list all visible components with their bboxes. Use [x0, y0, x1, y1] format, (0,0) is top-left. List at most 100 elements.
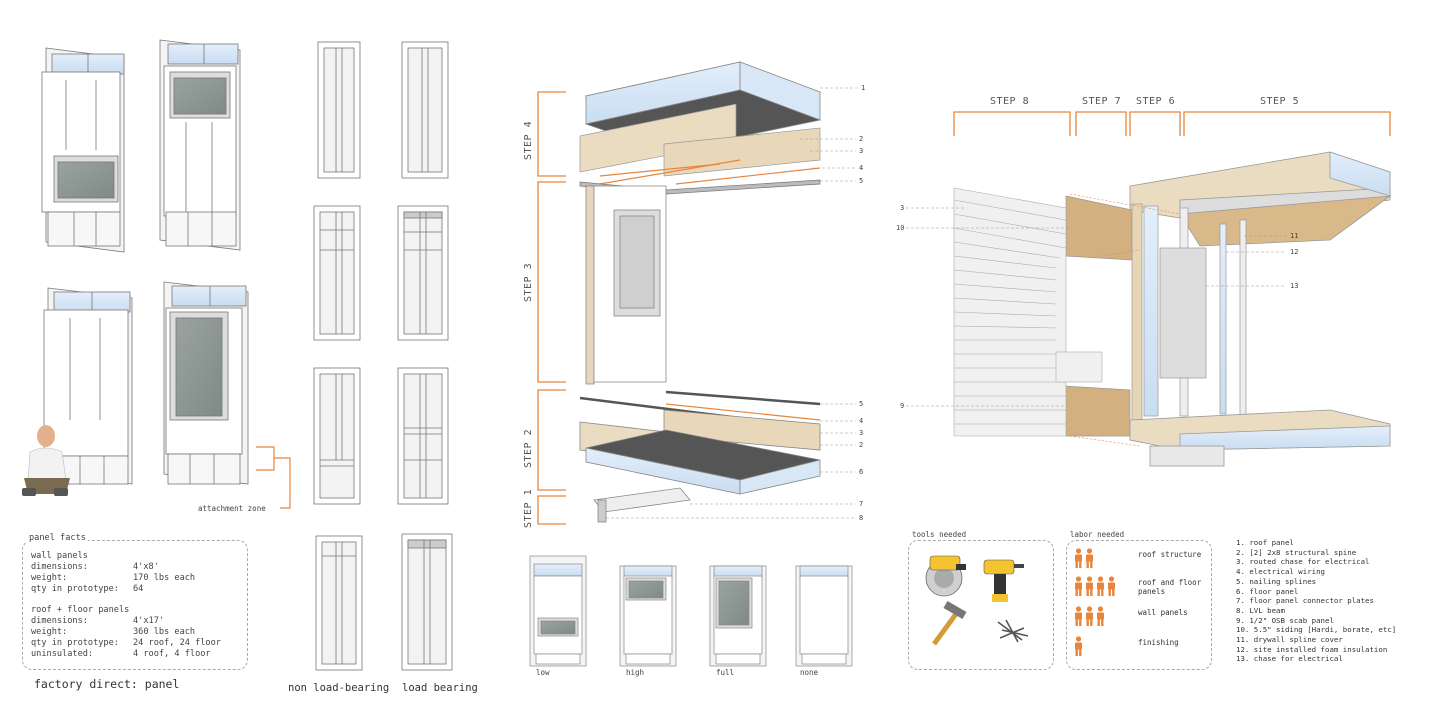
osb-scab-panels [1063, 195, 1143, 437]
window-type-low: low [536, 668, 550, 677]
callout-a11: 11 [1290, 232, 1299, 240]
legend-item: 13. chase for electrical [1236, 654, 1343, 664]
assembly-guides [1069, 193, 1181, 447]
frame-column-load [397, 41, 453, 671]
legend-item: 3. routed chase for electrical [1236, 557, 1370, 567]
legend-item: 9. 1/2" OSB scab panel [1236, 615, 1334, 625]
callout-4: 4 [859, 164, 864, 172]
callout-a10: 10 [896, 224, 905, 232]
step-2-label: STEP 2 [523, 428, 534, 468]
legend-item: 11. drywall spline cover [1236, 635, 1343, 645]
assembly-leader-lines [906, 207, 1286, 407]
roof-uninsulated-label: uninsulated: [31, 649, 94, 659]
tools-icons [925, 555, 1029, 646]
wall-panels-heading: wall panels [31, 551, 88, 561]
labor-label: finishing [1138, 638, 1179, 647]
roof-module [1129, 151, 1392, 247]
callout-7: 7 [859, 500, 864, 508]
hammer-icon [931, 601, 967, 646]
step-6-label: STEP 6 [1136, 96, 1176, 107]
callout-a13: 13 [1290, 282, 1299, 290]
worker-photo [22, 425, 70, 496]
labor-row: roof structure [1074, 546, 1206, 572]
wall-panel-exploded [585, 185, 667, 385]
attachment-zone-label: attachment zone [198, 504, 266, 513]
nails-icon [997, 619, 1029, 643]
legend-item: 4. electrical wiring [1236, 567, 1325, 577]
callout-3b: 3 [859, 429, 864, 437]
roof-uninsulated-value: 4 roof, 4 floor [133, 649, 211, 659]
person-icon [1074, 548, 1083, 568]
wall-panel-no-window [43, 287, 133, 485]
factory-caption: factory direct: panel [34, 677, 180, 691]
step-3-label: STEP 3 [523, 262, 534, 302]
roof-weight-value: 360 lbs each [133, 627, 196, 637]
panel-facts-box: panel facts wall panels dimensions: 4'x8… [22, 533, 248, 670]
labor-needed-title: labor needed [1068, 530, 1127, 539]
window-type-full: full [716, 668, 735, 677]
step-brackets [537, 91, 566, 525]
drill-icon [983, 559, 1024, 602]
legend-item: 7. floor panel connector plates [1236, 596, 1374, 606]
legend-item: 8. LVL beam [1236, 605, 1285, 615]
person-icon [1085, 606, 1094, 626]
frame-column-non-load [313, 41, 363, 671]
labor-needed-box [1066, 540, 1212, 670]
assembly-step-brackets [953, 111, 1391, 136]
legend-item: 1. roof panel [1236, 538, 1294, 547]
load-bearing-caption: load bearing [402, 682, 478, 694]
leader-lines [606, 87, 858, 519]
person-icon [1107, 576, 1116, 596]
floor-module [1129, 409, 1391, 467]
person-icon [1085, 576, 1094, 596]
wall-panel-low-window [41, 47, 125, 253]
callout-3: 3 [859, 147, 864, 155]
labor-row: finishing [1074, 634, 1206, 660]
roof-weight-label: weight: [31, 627, 68, 637]
window-type-thumbnails [529, 555, 853, 667]
window-type-none: none [800, 668, 819, 677]
person-icon [1096, 606, 1105, 626]
wall-panel-high-window [159, 39, 241, 251]
labor-label: wall panels [1138, 608, 1188, 617]
labor-label: roof structure [1138, 550, 1202, 559]
non-load-bearing-caption: non load-bearing [288, 682, 390, 694]
labor-row: wall panels [1074, 604, 1206, 630]
wall-dim-value: 4'x8' [133, 562, 159, 572]
legend-item: 2. [2] 2x8 structural spine [1236, 547, 1357, 557]
legend-item: 6. floor panel [1236, 586, 1299, 596]
panel-facts-title: panel facts [27, 533, 88, 544]
person-icon [1085, 548, 1094, 568]
labor-rows: roof structure roof and floor panels wall … [1074, 546, 1206, 666]
wall-panel-full-window [163, 281, 249, 485]
person-icon [1074, 606, 1083, 626]
lower-assembly [579, 390, 821, 523]
roof-floor-heading: roof + floor panels [31, 605, 130, 615]
callout-a3: 3 [900, 204, 905, 212]
tools-needed-title: tools needed [910, 530, 969, 539]
siding-wall [953, 187, 1103, 437]
step-8-label: STEP 8 [990, 96, 1030, 107]
person-icon [1074, 576, 1083, 596]
callout-8: 8 [859, 514, 864, 522]
legend-item: 10. 5.5" siding [Hardi, borate, etc] [1236, 625, 1397, 635]
callout-a12: 12 [1290, 248, 1299, 256]
callout-4b: 4 [859, 417, 864, 425]
callout-2: 2 [859, 135, 864, 143]
roof-qty-label: qty in prototype: [31, 638, 119, 648]
legend-item: 12. site installed foam insulation [1236, 644, 1388, 654]
step-7-label: STEP 7 [1082, 96, 1122, 107]
wiring-upper [587, 159, 821, 187]
labor-row: roof and floor panels [1074, 574, 1206, 600]
wall-weight-value: 170 lbs each [133, 573, 196, 583]
callout-5b: 5 [859, 400, 864, 408]
wall-weight-label: weight: [31, 573, 68, 583]
wall-qty-value: 64 [133, 584, 144, 594]
roof-qty-value: 24 roof, 24 floor [133, 638, 221, 648]
callout-6: 6 [859, 468, 864, 476]
legend-item: 5. nailing splines [1236, 576, 1317, 586]
circular-saw-icon [925, 555, 966, 597]
tools-needed-box [908, 540, 1054, 670]
